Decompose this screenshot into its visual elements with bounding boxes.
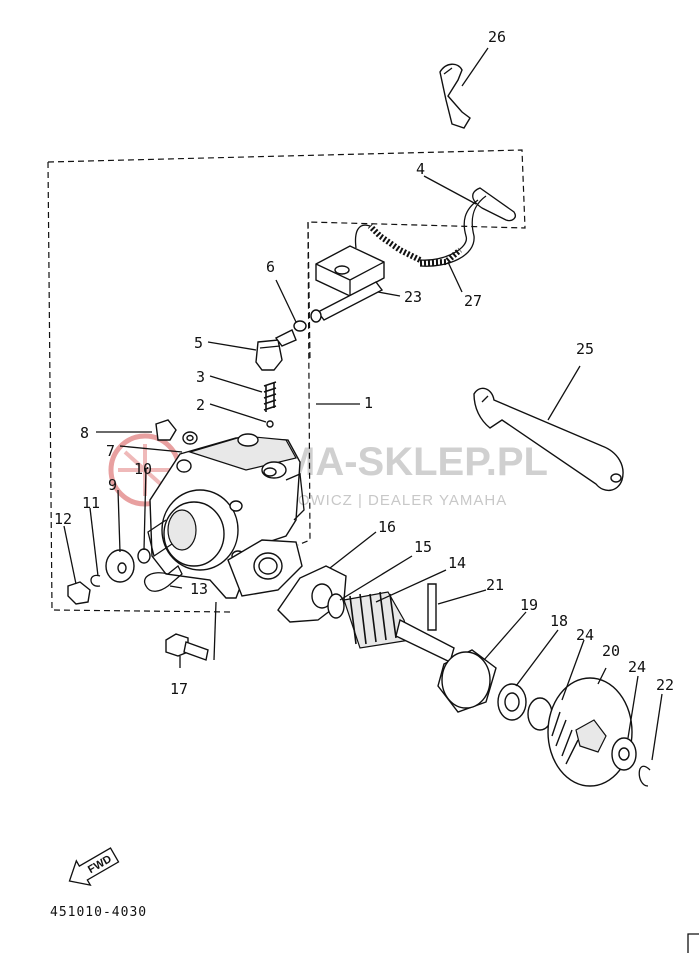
- part-label-12: 12: [54, 510, 72, 528]
- driven-gear-part-20: [547, 677, 633, 787]
- washer-part-18-hole: [504, 692, 520, 712]
- part-label-17: 17: [170, 680, 188, 698]
- collar-part-19: [437, 649, 497, 713]
- banjo-elbow-part: [255, 329, 297, 371]
- part-labels: 1 2 3 4 5 6 7 8 9 10 11 12 13 14 15 16 1…: [54, 28, 674, 698]
- watermark: MA-SKLEP.PL HOWICZ | DEALER YAMAHA: [108, 433, 548, 509]
- pump-cover-part: [310, 245, 385, 323]
- clip-part-13: [144, 564, 183, 592]
- part-label-25: 25: [576, 340, 594, 358]
- part-label-22: 22: [656, 676, 674, 694]
- corner-mark: [687, 933, 699, 953]
- forward-arrow: FWD: [68, 847, 120, 887]
- part-label-8: 8: [80, 424, 89, 442]
- part-label-20: 20: [602, 642, 620, 660]
- part-label-16: 16: [378, 518, 396, 536]
- bolt-part-17: [165, 633, 209, 661]
- part-label-21: 21: [486, 576, 504, 594]
- part-label-6: 6: [266, 258, 275, 276]
- circlip-part-11: [90, 574, 101, 587]
- pin-part-21: [427, 583, 437, 631]
- part-label-23: 23: [404, 288, 422, 306]
- assembly-outline-main: [47, 149, 526, 613]
- check-ball-part: [266, 420, 274, 428]
- lever-part-25: [473, 387, 624, 491]
- watermark-subtitle: HOWICZ | DEALER YAMAHA: [286, 492, 507, 509]
- part-label-11: 11: [82, 494, 100, 512]
- oil-pump-body: [147, 433, 305, 599]
- part-label-5: 5: [194, 334, 203, 352]
- part-label-15: 15: [414, 538, 432, 556]
- part-label-27: 27: [464, 292, 482, 310]
- part-label-2: 2: [196, 396, 205, 414]
- circlip-part-22: [638, 765, 651, 787]
- hose-clip-part: [293, 320, 307, 332]
- spring-part: [263, 381, 277, 412]
- drive-shaft-part: [343, 591, 455, 663]
- nut-part-12: [67, 581, 91, 605]
- washer-part-10: [137, 548, 151, 564]
- part-label-9: 9: [108, 476, 117, 494]
- seal-part-15: [327, 593, 345, 619]
- bolt-part-8: [155, 419, 198, 445]
- part-label-10: 10: [134, 460, 152, 478]
- oil-hose-part: [354, 187, 516, 267]
- part-label-7: 7: [106, 442, 115, 460]
- assembly-outline-hose: [307, 221, 311, 361]
- leader-lines: [63, 47, 663, 761]
- part-label-19: 19: [520, 596, 538, 614]
- washer-part-24b-hole: [618, 747, 630, 761]
- washer-part-9-hole: [117, 562, 127, 574]
- part-label-14: 14: [448, 554, 466, 572]
- clip-part: [439, 63, 471, 129]
- part-label-26: 26: [488, 28, 506, 46]
- part-label-1: 1: [364, 394, 373, 412]
- part-label-24a: 24: [576, 626, 594, 644]
- part-label-3: 3: [196, 368, 205, 386]
- part-label-18: 18: [550, 612, 568, 630]
- watermark-brand: MA-SKLEP.PL: [282, 440, 548, 484]
- part-label-13: 13: [190, 580, 208, 598]
- part-label-24b: 24: [628, 658, 646, 676]
- drawing-code: 451010-4030: [50, 905, 147, 920]
- part-label-4: 4: [416, 160, 425, 178]
